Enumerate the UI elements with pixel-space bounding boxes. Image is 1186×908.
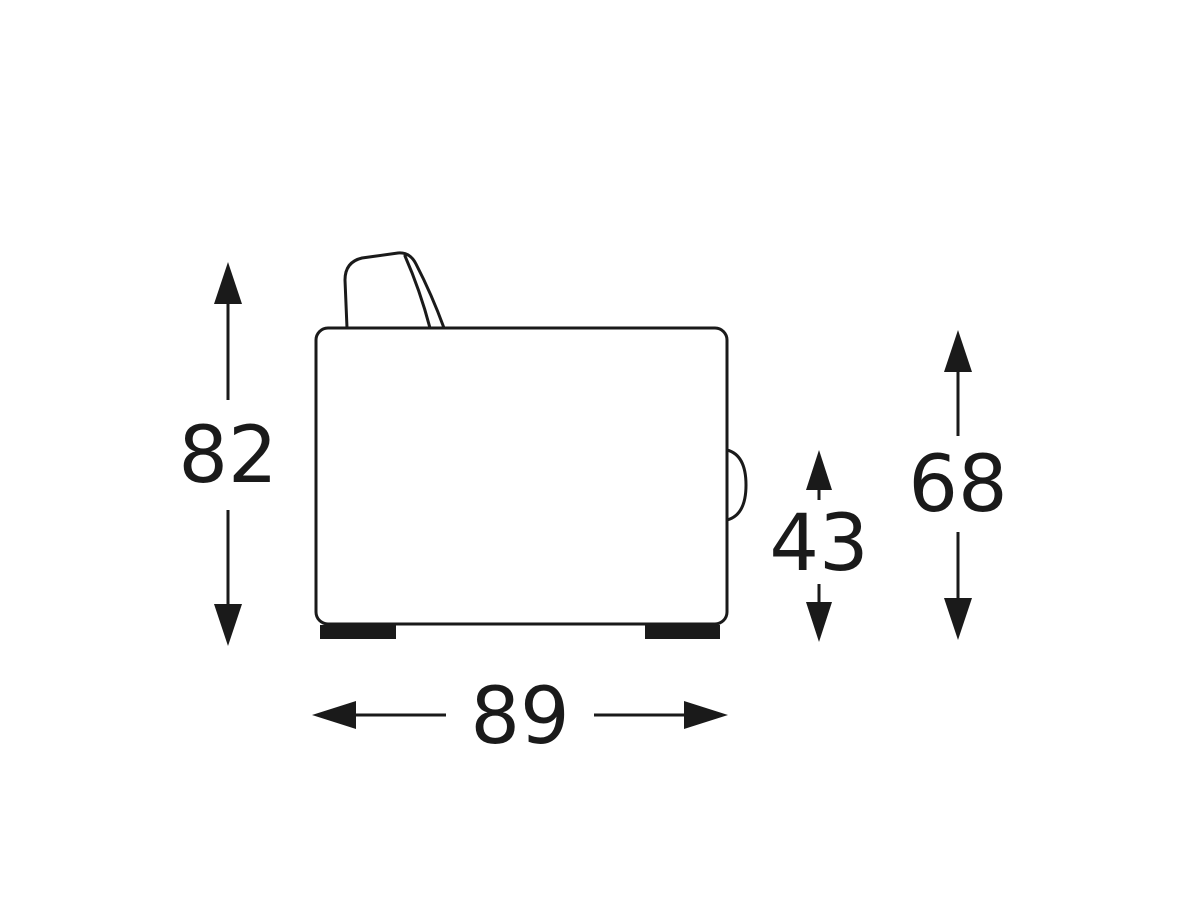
depth-arrow — [312, 701, 728, 729]
depth-label: 89 — [470, 672, 569, 762]
seat-height-arrow — [806, 450, 832, 642]
back-cushion-seam — [403, 254, 432, 330]
seat-height-label: 43 — [769, 499, 868, 589]
sofa-body — [314, 326, 729, 626]
seat-front-cushion — [725, 448, 748, 522]
sofa-side-view — [314, 251, 748, 626]
overall-height-arrow — [214, 262, 242, 646]
overall-height-label: 82 — [178, 411, 277, 501]
front-foot — [645, 625, 720, 639]
rear-foot — [320, 625, 396, 639]
arm-height-label: 68 — [908, 440, 1007, 530]
arm-height-arrow — [944, 330, 972, 640]
back-cushion — [343, 251, 446, 330]
